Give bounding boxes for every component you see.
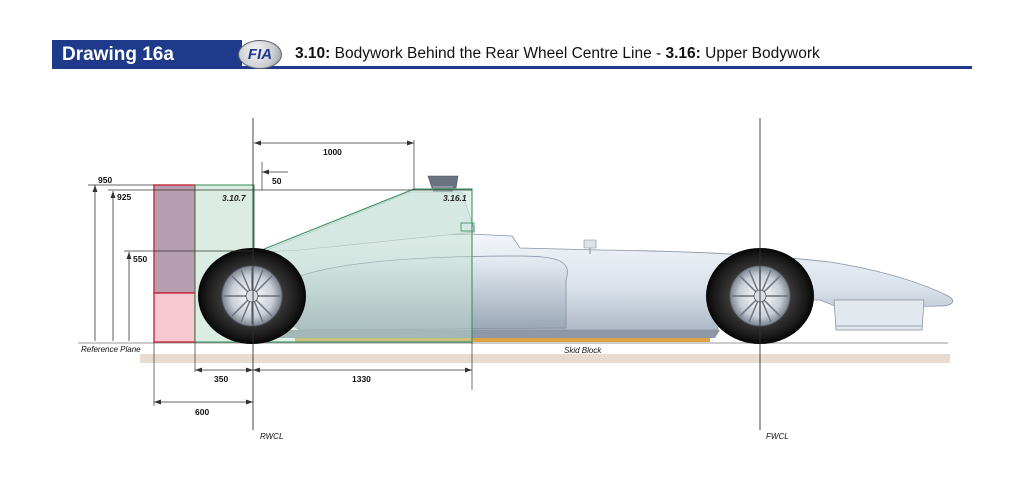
zone-3-16-1-label: 3.16.1: [443, 193, 467, 203]
zone-3-16-1-notch: [460, 222, 475, 232]
header-rule: [52, 66, 972, 69]
fwcl-label: FWCL: [766, 432, 789, 441]
zone-3-10-7-upper: [153, 184, 196, 294]
ground-shadow: [140, 354, 950, 363]
drawing-label: Drawing 16a: [52, 40, 242, 69]
skid-block: [295, 338, 710, 342]
dim-950-label: 950: [98, 175, 112, 185]
dim-600-arrow-l: [154, 399, 161, 405]
reference-plane-label: Reference Plane: [81, 345, 141, 354]
engine-cover: [261, 191, 476, 253]
title-section-num-2: 3.16:: [665, 45, 701, 62]
rwcl-label: RWCL: [260, 432, 283, 441]
dim-1000-arrow-right: [407, 140, 414, 146]
mirror: [583, 239, 597, 249]
dim-1000-arrow-left: [254, 140, 261, 146]
page-title: 3.10: Bodywork Behind the Rear Wheel Cen…: [295, 45, 820, 67]
dim-950-arrow: [92, 185, 98, 192]
car-floor: [250, 330, 720, 338]
dim-550-label: 550: [133, 254, 147, 264]
dim-50-label: 50: [272, 176, 282, 186]
dim-1000-label: 1000: [323, 147, 342, 157]
rear-wheel: [198, 248, 306, 344]
zone-3-10-7-label: 3.10.7: [222, 193, 247, 203]
zone-3-10-7-lower: [153, 292, 196, 343]
dim-350-arrow-l: [195, 367, 202, 373]
fia-logo-icon: FIA: [238, 40, 282, 69]
dim-1330-arrow-l: [253, 367, 260, 373]
dim-350-arrow-r: [246, 367, 253, 373]
airbox-intake: [427, 175, 459, 189]
title-section-text-2: Upper Bodywork: [700, 45, 820, 62]
dim-925-label: 925: [117, 192, 131, 202]
title-section-text-1: Bodywork Behind the Rear Wheel Centre Li…: [330, 45, 666, 62]
dim-600-label: 600: [195, 407, 209, 417]
dim-1330-arrow-r: [465, 367, 472, 373]
skid-block-label: Skid Block: [564, 346, 602, 355]
title-section-num-1: 3.10:: [295, 45, 331, 62]
dim-1330-label: 1330: [352, 374, 371, 384]
dim-600-arrow-r: [246, 399, 253, 405]
dim-550-arrow: [126, 252, 132, 259]
dim-350-label: 350: [214, 374, 228, 384]
front-wing: [833, 299, 925, 331]
dim-50-arrow: [262, 169, 269, 175]
header: Drawing 16a FIA 3.10: Bodywork Behind th…: [0, 0, 1024, 80]
dim-925-arrow: [110, 191, 116, 198]
